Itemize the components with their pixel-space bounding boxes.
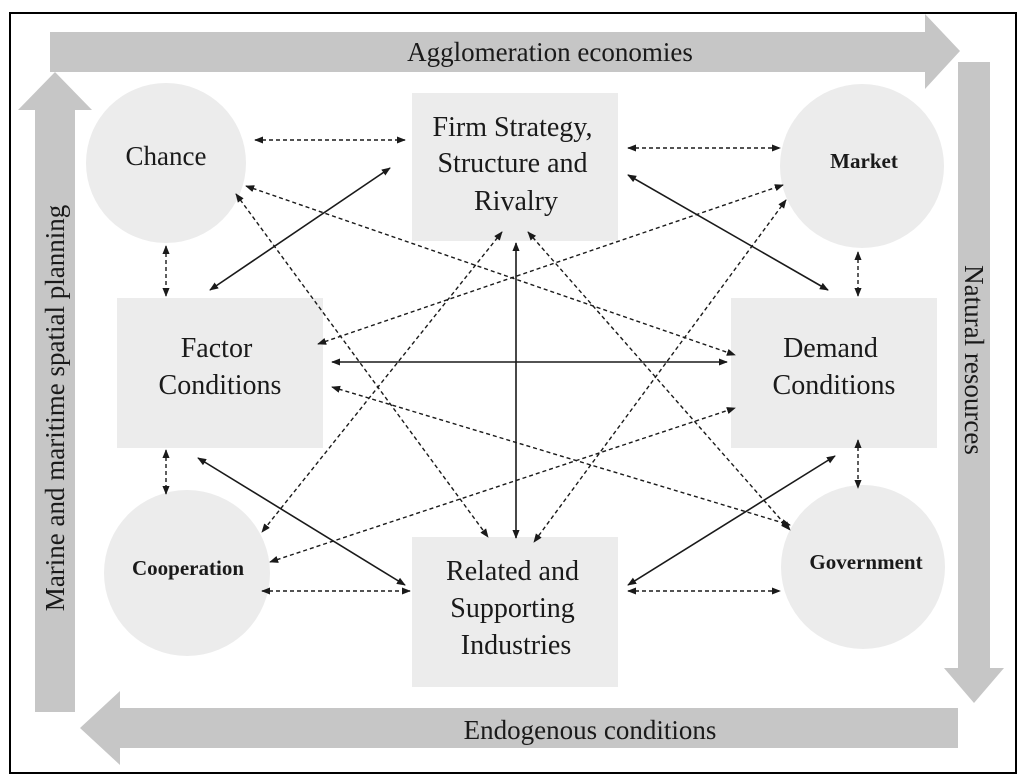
bottom-band-arrow <box>80 691 958 765</box>
related-industries-label: Related and Supporting Industries <box>446 556 586 661</box>
firm-strategy-line-2: Structure and <box>437 148 587 179</box>
factor-conditions-line-1: Factor <box>181 333 253 364</box>
related-industries-line-2: Supporting <box>450 593 574 624</box>
chance-circle <box>86 83 246 243</box>
bottom-band-label: Endogenous conditions <box>464 715 717 745</box>
top-band-arrow <box>50 14 960 89</box>
market-label: Market <box>830 149 898 173</box>
chance-label: Chance <box>126 141 207 171</box>
cooperation-label: Cooperation <box>132 556 244 580</box>
band-arrows <box>18 14 1004 765</box>
right-band-label: Natural resources <box>959 265 989 455</box>
firm-strategy-label: Firm Strategy, Structure and Rivalry <box>433 112 600 217</box>
government-label: Government <box>809 550 922 574</box>
left-band-arrow <box>18 72 92 712</box>
arrow-cooperation-demand <box>269 407 736 563</box>
factor-conditions-label: Factor Conditions <box>159 333 282 401</box>
firm-strategy-line-1: Firm Strategy, <box>433 112 593 143</box>
left-band-label: Marine and maritime spatial planning <box>40 205 70 611</box>
demand-conditions-line-2: Conditions <box>773 370 896 401</box>
arrow-firm-cooperation <box>261 231 503 533</box>
factor-conditions-line-2: Conditions <box>159 370 282 401</box>
outer-frame <box>9 12 1017 774</box>
right-band-arrow <box>944 62 1004 703</box>
related-industries-line-1: Related and <box>446 556 579 587</box>
firm-strategy-line-3: Rivalry <box>474 186 558 217</box>
demand-conditions-line-1: Demand <box>783 333 878 364</box>
dashed-connector-arrows <box>162 136 862 595</box>
related-industries-line-3: Industries <box>461 630 571 661</box>
demand-conditions-label: Demand Conditions <box>773 333 896 401</box>
top-band-label: Agglomeration economies <box>407 37 693 67</box>
